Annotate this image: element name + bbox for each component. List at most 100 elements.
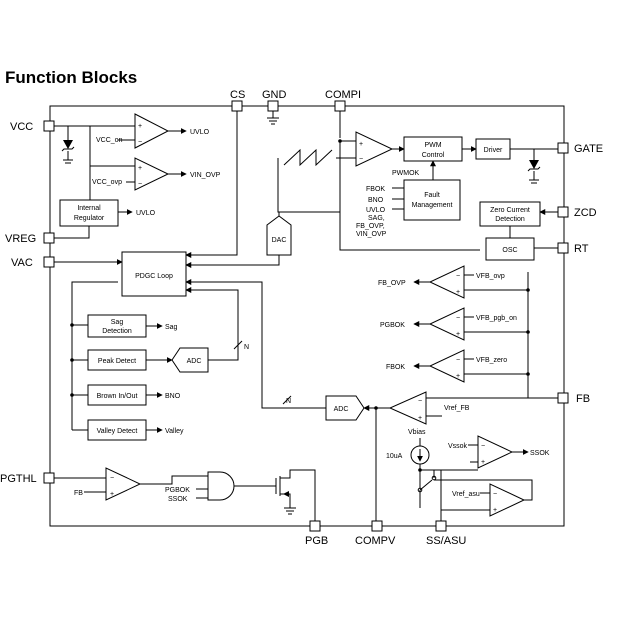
svg-text:VIN_OVP: VIN_OVP bbox=[356, 231, 387, 238]
ssok-comparator: − + bbox=[477, 435, 514, 469]
svg-text:+: + bbox=[138, 123, 142, 130]
svg-text:ADC: ADC bbox=[187, 358, 202, 365]
sag-label: Sag bbox=[165, 324, 178, 331]
svg-text:OSC: OSC bbox=[502, 247, 517, 254]
svg-text:Valley Detect: Valley Detect bbox=[97, 428, 138, 435]
dac-to-pdgc bbox=[185, 255, 280, 268]
zero-current-detection-block: Zero Current Detection bbox=[479, 201, 541, 227]
svg-text:+: + bbox=[493, 507, 497, 514]
vfb-zero-label: VFB_zero bbox=[476, 357, 507, 364]
fb-error-amplifier: − + bbox=[388, 391, 427, 425]
pin-ss-asu-label: SS/ASU bbox=[426, 535, 466, 547]
pin-zcd-label: ZCD bbox=[574, 207, 597, 219]
svg-text:Management: Management bbox=[412, 202, 453, 209]
fbok-label: FBOK bbox=[386, 364, 405, 371]
pin-fb-label: FB bbox=[576, 393, 590, 405]
svg-text:Detection: Detection bbox=[102, 328, 132, 335]
svg-text:−: − bbox=[456, 315, 460, 322]
svg-text:FB_OVP,: FB_OVP, bbox=[356, 223, 385, 230]
pin-pgthl-label: PGTHL bbox=[0, 473, 37, 485]
pin-fb: FB bbox=[557, 392, 590, 405]
svg-text:PWM: PWM bbox=[424, 142, 441, 149]
fb-ovp-label: FB_OVP bbox=[378, 280, 406, 287]
vcc-ovp-label: VCC_ovp bbox=[92, 179, 122, 186]
brown-in-out-block: Brown In/Out bbox=[87, 384, 147, 406]
and-gate bbox=[207, 471, 235, 501]
10ua-label: 10uA bbox=[386, 453, 403, 460]
fault-inputs: FBOK BNO UVLO SAG, FB_OVP, VIN_OVP bbox=[356, 186, 404, 238]
svg-text:Peak Detect: Peak Detect bbox=[98, 358, 136, 365]
pwmok-label: PWMOK bbox=[392, 170, 420, 177]
asu-feedback bbox=[434, 479, 533, 501]
ssok-label: SSOK bbox=[530, 450, 550, 457]
svg-text:−: − bbox=[456, 273, 460, 280]
vref-asu-label: Vref_asu bbox=[452, 491, 480, 498]
bus-n-label-2: N bbox=[286, 398, 291, 405]
ssok-input-label: SSOK bbox=[168, 496, 188, 503]
asu-comparator: − + bbox=[489, 483, 526, 517]
peak-detect-block: Peak Detect bbox=[87, 349, 147, 371]
svg-text:−: − bbox=[456, 357, 460, 364]
svg-text:ADC: ADC bbox=[334, 406, 349, 413]
svg-text:+: + bbox=[418, 415, 422, 422]
pgb-ground-symbol bbox=[284, 507, 296, 515]
pin-rt-label: RT bbox=[574, 243, 589, 255]
pin-gnd: GND bbox=[262, 89, 287, 112]
pin-gnd-label: GND bbox=[262, 89, 287, 101]
pgb-comparator: − + bbox=[105, 467, 142, 501]
svg-text:Internal: Internal bbox=[77, 205, 101, 212]
svg-text:+: + bbox=[110, 491, 114, 498]
svg-text:PDGC Loop: PDGC Loop bbox=[135, 273, 173, 280]
pin-gate-label: GATE bbox=[574, 143, 603, 155]
svg-text:+: + bbox=[481, 459, 485, 466]
pgbok-comparator: − + bbox=[428, 307, 465, 341]
pin-cs: CS bbox=[230, 89, 245, 112]
bno-label: BNO bbox=[165, 393, 181, 400]
vin-ovp-label: VIN_OVP bbox=[190, 172, 221, 179]
pwm-control-block: PWM Control bbox=[403, 136, 463, 162]
svg-text:DAC: DAC bbox=[272, 237, 287, 244]
dac-block: DAC bbox=[266, 215, 292, 256]
page-title: Function Blocks bbox=[5, 68, 138, 87]
svg-text:Control: Control bbox=[422, 152, 445, 159]
vac-feed-bus bbox=[71, 281, 118, 430]
svg-text:Brown In/Out: Brown In/Out bbox=[97, 393, 138, 400]
gate-zener-diode bbox=[527, 149, 541, 184]
current-source-10ua bbox=[410, 445, 430, 465]
pdgc-loop-block: PDGC Loop bbox=[121, 251, 187, 297]
svg-text:SAG,: SAG, bbox=[368, 215, 385, 222]
vcc-on-comparator: + − bbox=[134, 113, 170, 149]
pin-compv: COMPV bbox=[355, 520, 396, 547]
pin-compi: COMPI bbox=[325, 89, 361, 112]
svg-text:−: − bbox=[418, 398, 422, 405]
svg-text:−: − bbox=[493, 491, 497, 498]
svg-text:+: + bbox=[456, 289, 460, 296]
svg-text:−: − bbox=[359, 156, 363, 163]
vfb-ovp-label: VFB_ovp bbox=[476, 273, 505, 280]
uvlo-label: UVLO bbox=[190, 129, 210, 136]
pin-compv-label: COMPV bbox=[355, 535, 396, 547]
main-adc-to-pdgc bbox=[185, 279, 326, 409]
pwm-error-amplifier: + − bbox=[355, 131, 394, 167]
vref-fb-label: Vref_FB bbox=[444, 405, 470, 412]
pin-gate: GATE bbox=[557, 142, 603, 155]
internal-regulator-block: Internal Regulator bbox=[59, 199, 119, 227]
ramp-waveform bbox=[283, 148, 333, 167]
vcc-zener-diode bbox=[54, 125, 90, 164]
svg-text:Detection: Detection bbox=[495, 216, 525, 223]
fault-management-block: Fault Management bbox=[403, 179, 461, 221]
pin-vac-label: VAC bbox=[11, 257, 33, 269]
pin-zcd: ZCD bbox=[557, 206, 597, 219]
driver-block: Driver bbox=[475, 138, 511, 160]
cs-to-pdgc bbox=[185, 111, 238, 258]
svg-text:Sag: Sag bbox=[111, 319, 124, 326]
compi-to-osc bbox=[339, 141, 480, 251]
fbok-comparator: − + bbox=[428, 349, 465, 383]
vbias-label: Vbias bbox=[408, 429, 426, 436]
svg-text:Zero Current: Zero Current bbox=[490, 207, 530, 214]
vcc-on-label: VCC_on bbox=[96, 137, 123, 144]
pin-vcc-label: VCC bbox=[10, 121, 33, 133]
chip-outline bbox=[49, 105, 565, 527]
pgbok-label: PGBOK bbox=[380, 322, 405, 329]
pin-ss-asu: SS/ASU bbox=[426, 520, 466, 547]
